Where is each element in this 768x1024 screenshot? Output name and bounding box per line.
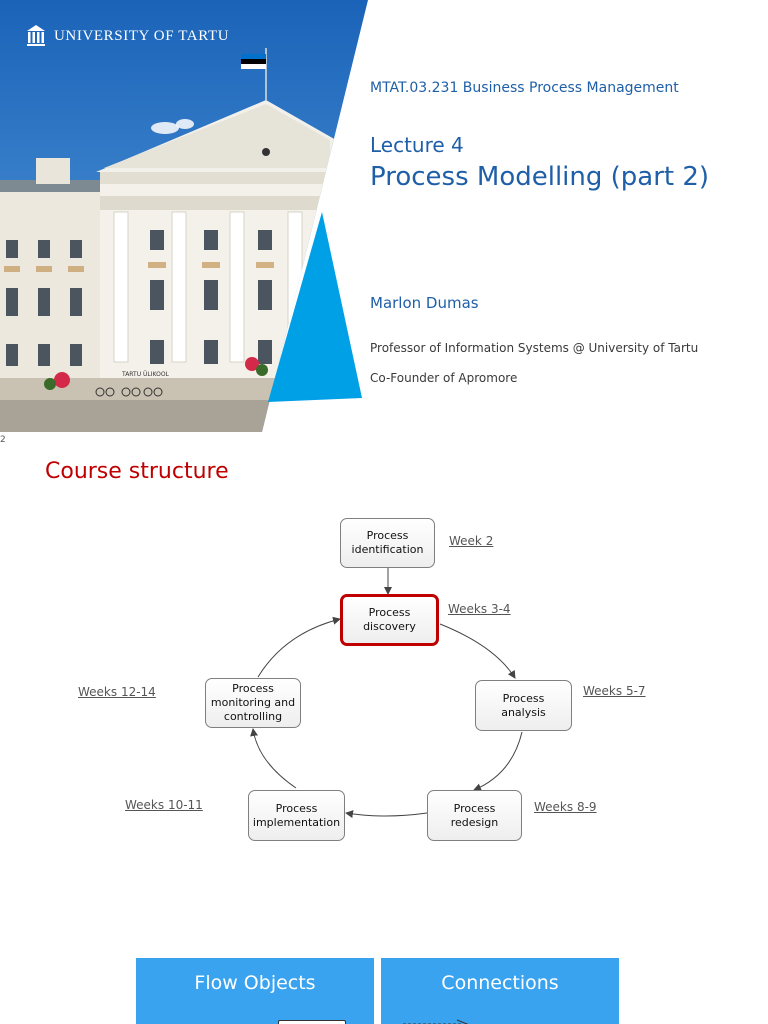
node-process-monitoring: Process monitoring and controlling bbox=[205, 678, 301, 728]
panel-title: Flow Objects bbox=[194, 972, 316, 994]
week-label: Weeks 3-4 bbox=[448, 602, 511, 616]
university-building-photo: TARTU ÜLIKOOL bbox=[0, 0, 368, 432]
arrow-redesign-implementation bbox=[345, 810, 428, 819]
building-sign: TARTU ÜLIKOOL bbox=[121, 371, 170, 378]
connections-panel: Connections bbox=[381, 958, 619, 1024]
node-process-implementation: Process implementation bbox=[248, 790, 345, 841]
node-process-identification: Process identification bbox=[340, 518, 435, 568]
author-role: Professor of Information Systems @ Unive… bbox=[370, 341, 699, 355]
lifecycle-arrows bbox=[250, 568, 523, 819]
panel-title: Connections bbox=[441, 972, 559, 994]
lecture-number: Lecture 4 bbox=[370, 133, 464, 157]
arrow-discovery-analysis bbox=[439, 623, 516, 679]
week-label: Weeks 10-11 bbox=[125, 798, 203, 812]
accent-triangle bbox=[268, 212, 362, 402]
author-name: Marlon Dumas bbox=[370, 294, 479, 312]
course-structure-slide: Course structure Process identification … bbox=[0, 448, 768, 1024]
author-role: Co-Founder of Apromore bbox=[370, 371, 518, 385]
page-number: 2 bbox=[0, 435, 6, 445]
title-slide: TARTU ÜLIKOOL UNIVERSITY OF TARTU MTAT.0… bbox=[0, 0, 768, 432]
week-label: Weeks 8-9 bbox=[534, 800, 597, 814]
week-label: Weeks 5-7 bbox=[583, 684, 646, 698]
node-process-redesign: Process redesign bbox=[427, 790, 522, 841]
logo-text: UNIVERSITY OF TARTU bbox=[54, 27, 230, 44]
node-process-discovery: Process discovery bbox=[340, 594, 439, 646]
arrow-implementation-monitoring bbox=[250, 728, 297, 789]
flow-objects-panel: Flow Objects bbox=[136, 958, 374, 1024]
slide-title: Course structure bbox=[45, 459, 229, 484]
university-crest-icon bbox=[27, 25, 45, 46]
node-process-analysis: Process analysis bbox=[475, 680, 572, 731]
university-logo: UNIVERSITY OF TARTU bbox=[26, 24, 229, 48]
lecture-title: Process Modelling (part 2) bbox=[370, 162, 710, 192]
shape-preview bbox=[278, 1020, 346, 1024]
arrow-monitoring-discovery bbox=[257, 616, 341, 678]
course-name: MTAT.03.231 Business Process Management bbox=[370, 80, 679, 96]
week-label: Week 2 bbox=[449, 534, 494, 548]
arrow-analysis-redesign bbox=[473, 731, 523, 791]
week-label: Weeks 12-14 bbox=[78, 685, 156, 699]
connection-arrow-icon bbox=[403, 1019, 469, 1024]
